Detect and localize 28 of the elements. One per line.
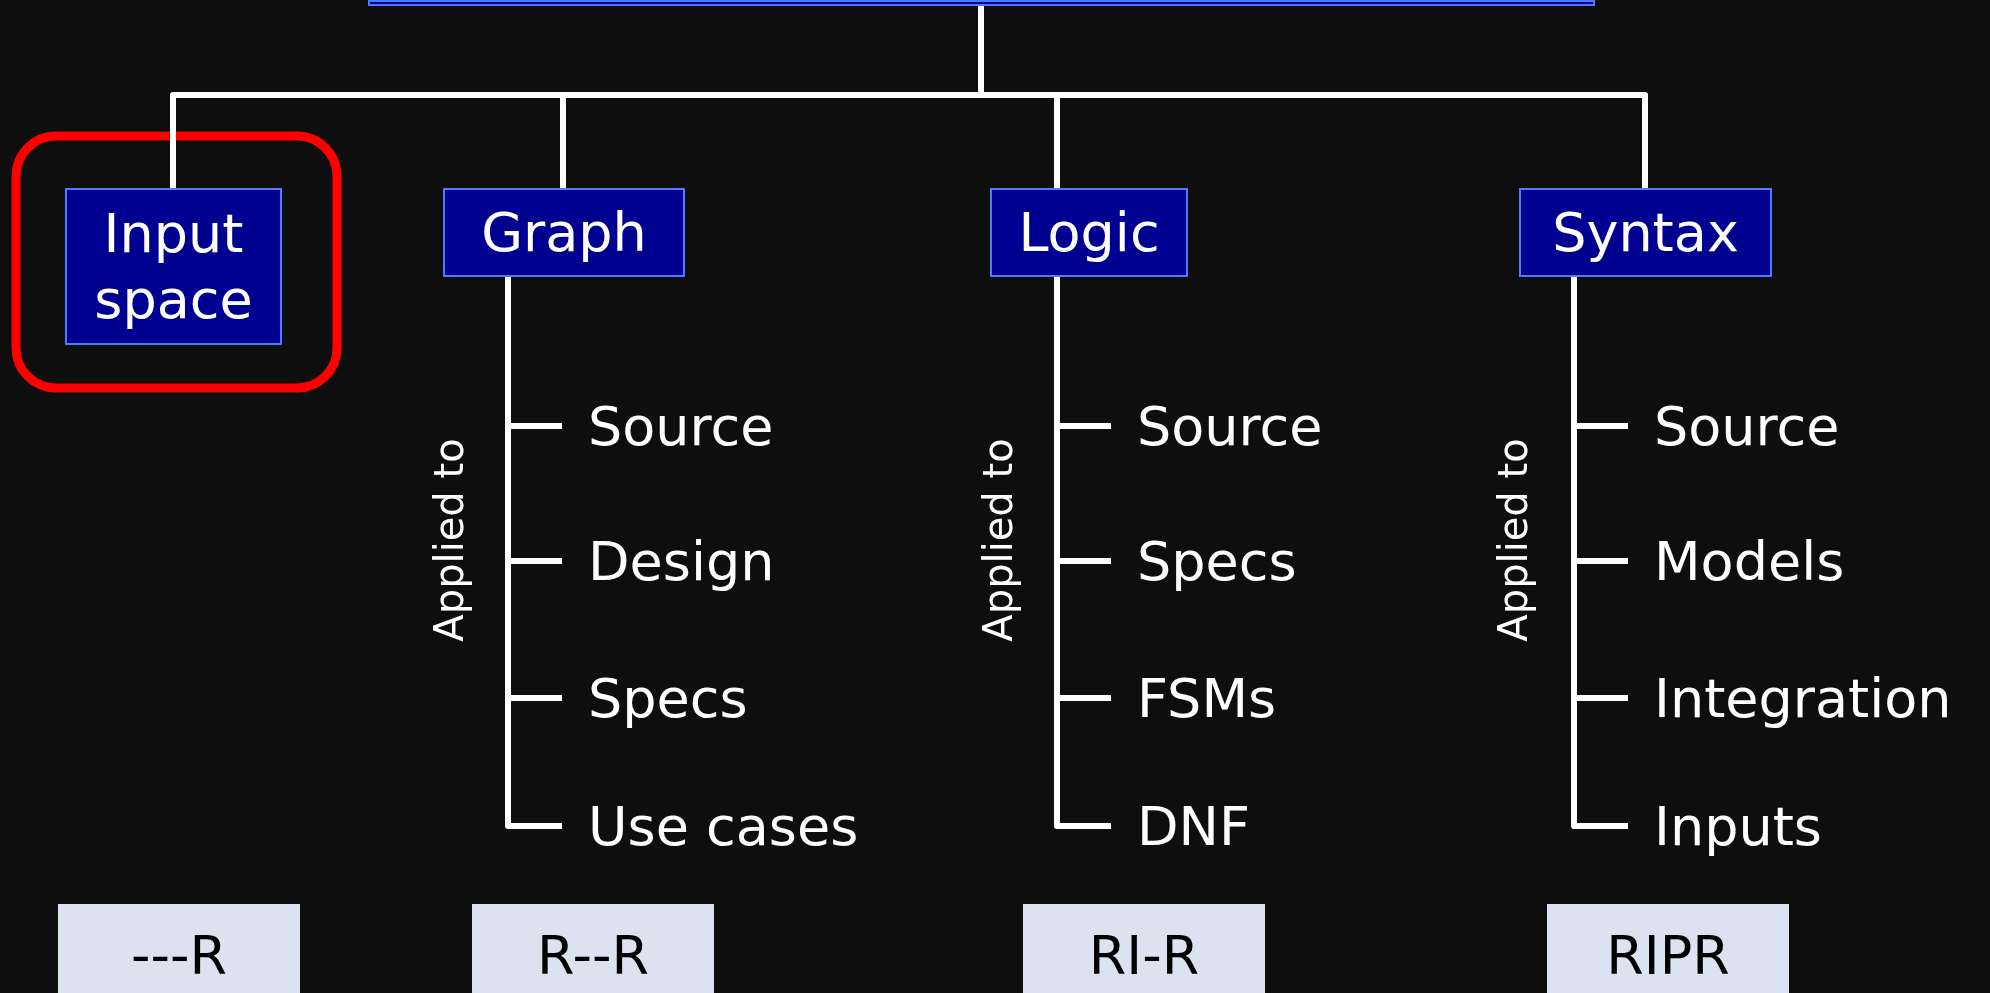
leaf-label: Use cases <box>562 788 859 864</box>
result-box: RIPR <box>1547 904 1789 993</box>
leaf-label: Source <box>562 388 774 464</box>
vertical-label: Applied to <box>1490 438 1536 642</box>
leaf-label: Source <box>1111 388 1323 464</box>
leaf-label: Integration <box>1628 660 1952 736</box>
connector-line <box>1054 277 1111 829</box>
leaf-label: Specs <box>562 660 748 736</box>
connector-line <box>1571 277 1628 829</box>
connector-line <box>505 277 562 829</box>
category-box: Syntax <box>1519 188 1772 277</box>
leaf-label: Design <box>562 523 775 599</box>
leaf-label: Models <box>1628 523 1845 599</box>
result-box: R--R <box>472 904 714 993</box>
category-box: Logic <box>990 188 1188 277</box>
leaf-label: DNF <box>1111 788 1251 864</box>
result-box: ---R <box>58 904 300 993</box>
leaf-label: Specs <box>1111 523 1297 599</box>
category-box: Input space <box>65 188 282 345</box>
leaf-label: FSMs <box>1111 660 1277 736</box>
category-box: Graph <box>443 188 685 277</box>
root-box <box>368 0 1595 6</box>
leaf-label: Source <box>1628 388 1840 464</box>
vertical-label: Applied to <box>975 438 1021 642</box>
connector-line <box>978 6 1648 188</box>
result-box: RI-R <box>1023 904 1265 993</box>
vertical-label: Applied to <box>426 438 472 642</box>
leaf-label: Inputs <box>1628 788 1822 864</box>
